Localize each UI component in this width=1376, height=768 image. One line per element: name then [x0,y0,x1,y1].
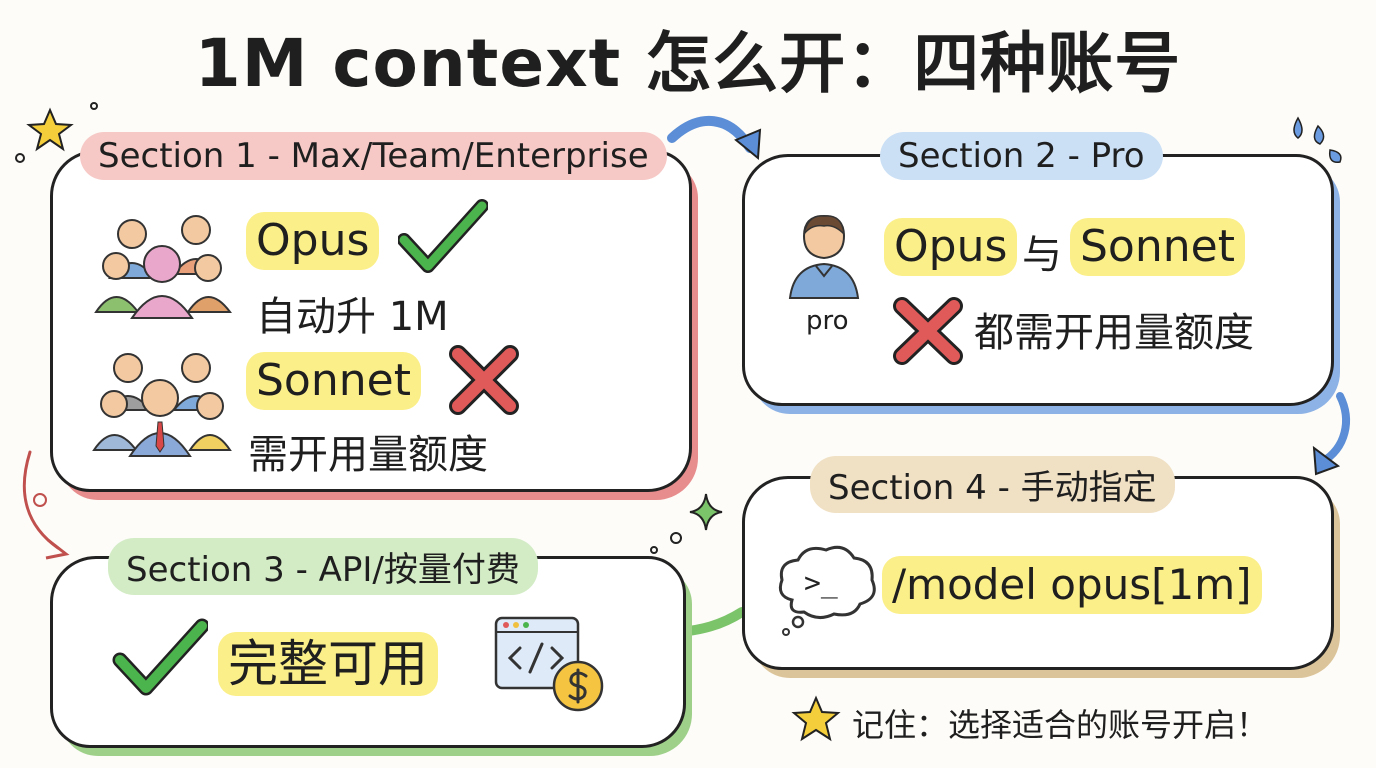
section-2-title: Section 2 - Pro [880,132,1163,180]
terminal-prompt-glyph: >_ [804,566,838,600]
cross-icon [893,297,963,365]
check-icon [398,199,488,273]
pro-avatar-label: pro [806,306,849,336]
dollar-icon [568,668,588,704]
section-3-title: Section 3 - API/按量付费 [108,538,538,595]
s3-note: 完整可用 [218,632,438,696]
footer-note: 记住：选择适合的账号开启！ [852,706,1269,744]
star-icon [791,695,841,742]
sparkle-icon [689,493,723,531]
s1-sonnet-label: Sonnet [246,352,421,410]
pro-user-icon [788,214,860,299]
team-group-icon [94,215,232,319]
cross-icon [449,345,519,415]
business-group-icon [92,353,232,457]
s2-sonnet-label: Sonnet [1070,218,1245,276]
section-4-title: Section 4 - 手动指定 [810,456,1175,513]
arrow-s1-s2 [667,115,755,153]
api-code-window-icon [494,616,604,712]
check-icon [112,618,208,696]
terminal-cloud-icon: >_ [778,545,876,636]
s2-opus-label: Opus [884,218,1018,276]
s4-command: /model opus[1m] [882,556,1262,614]
s1-opus-note: 自动升 1M [256,294,449,340]
section-1-title: Section 1 - Max/Team/Enterprise [80,132,667,180]
s1-opus-label: Opus [246,212,380,270]
s2-connector: 与 [1022,232,1062,278]
arrow-s2-s4 [1318,392,1350,466]
s1-sonnet-note: 需开用量额度 [248,432,488,478]
page-title: 1M context 怎么开：四种账号 [194,25,1182,102]
star-icon [26,107,74,152]
s2-note: 都需开用量额度 [974,310,1254,356]
arrow-s4-s3 [675,607,747,637]
